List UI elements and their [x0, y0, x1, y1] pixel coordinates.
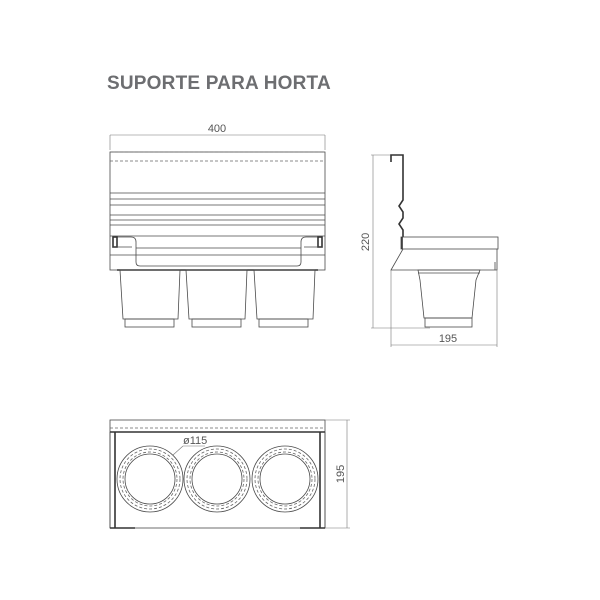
side-depth-dimension: 195	[390, 270, 498, 347]
front-view: 400	[109, 123, 326, 328]
front-pot-2	[185, 269, 248, 328]
top-view: ø115 195	[109, 419, 350, 529]
side-height-label: 220	[360, 233, 372, 251]
drawing-title: SUPORTE PARA HORTA	[107, 73, 331, 94]
front-pot-1	[119, 269, 181, 328]
front-width-dimension: 400	[109, 123, 326, 150]
top-depth-label: 195	[335, 465, 347, 483]
side-view: 220 195	[360, 154, 499, 347]
top-hole-2	[183, 445, 251, 513]
front-pot-3	[253, 269, 316, 328]
front-width-label: 400	[208, 123, 226, 135]
top-hole-3	[251, 445, 319, 513]
hole-diameter-callout: ø115	[172, 435, 207, 456]
top-hole-1	[116, 445, 184, 513]
top-depth-dimension: 195	[325, 419, 350, 529]
side-depth-label: 195	[439, 333, 457, 345]
hole-diameter-label: ø115	[183, 435, 207, 447]
side-height-dimension: 220	[360, 154, 430, 329]
